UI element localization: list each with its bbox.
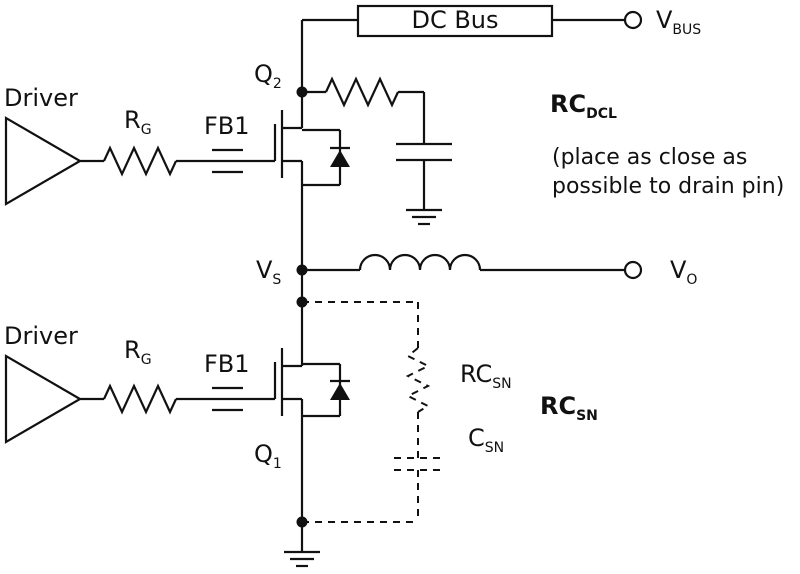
c-sn-label: CSN xyxy=(468,424,504,456)
q1-body-diode xyxy=(330,383,350,400)
dc-bus-label: DC Bus xyxy=(411,6,498,34)
upper-ferrite-bead xyxy=(212,148,243,174)
output-inductor xyxy=(358,253,482,271)
vo-label: VO xyxy=(670,256,697,288)
lower-ferrite-bead xyxy=(212,386,243,412)
vbus-terminal xyxy=(623,10,643,30)
rc-dcl-note-line2: possible to drain pin) xyxy=(552,174,784,199)
q2-mosfet xyxy=(273,92,350,270)
lower-driver-triangle xyxy=(4,354,83,444)
upper-rg-resistor xyxy=(103,145,177,177)
lower-rg-label: RG xyxy=(124,336,152,368)
vs-label: VS xyxy=(256,256,281,288)
rc-dcl-note-line1: (place as close as xyxy=(552,145,747,170)
q2-body-diode xyxy=(330,150,350,167)
rc-dcl-ground xyxy=(406,208,442,226)
rc-sn-network xyxy=(302,301,442,523)
rc-sn-resistor xyxy=(405,347,431,413)
lower-rg-resistor xyxy=(103,383,177,415)
upper-rg-label: RG xyxy=(124,106,152,138)
vbus-label: VBUS xyxy=(656,6,701,38)
rc-dcl-network xyxy=(302,76,452,226)
upper-driver-triangle xyxy=(4,116,83,206)
main-ground xyxy=(284,550,320,568)
q1-label: Q1 xyxy=(254,440,282,472)
rc-sn-label: RCSN xyxy=(540,392,598,424)
lower-fb-label: FB1 xyxy=(204,350,250,378)
q2-label: Q2 xyxy=(254,60,282,92)
upper-driver-label: Driver xyxy=(4,84,78,112)
rc-sn-resistor-label: RCSN xyxy=(460,360,512,392)
lower-driver-label: Driver xyxy=(4,322,78,350)
vo-terminal xyxy=(623,260,643,280)
rc-dcl-resistor xyxy=(325,76,399,108)
upper-fb-label: FB1 xyxy=(204,112,250,140)
rc-dcl-label: RCDCL xyxy=(550,90,617,122)
dc-bus-rail xyxy=(300,4,643,92)
q1-mosfet xyxy=(273,302,350,522)
